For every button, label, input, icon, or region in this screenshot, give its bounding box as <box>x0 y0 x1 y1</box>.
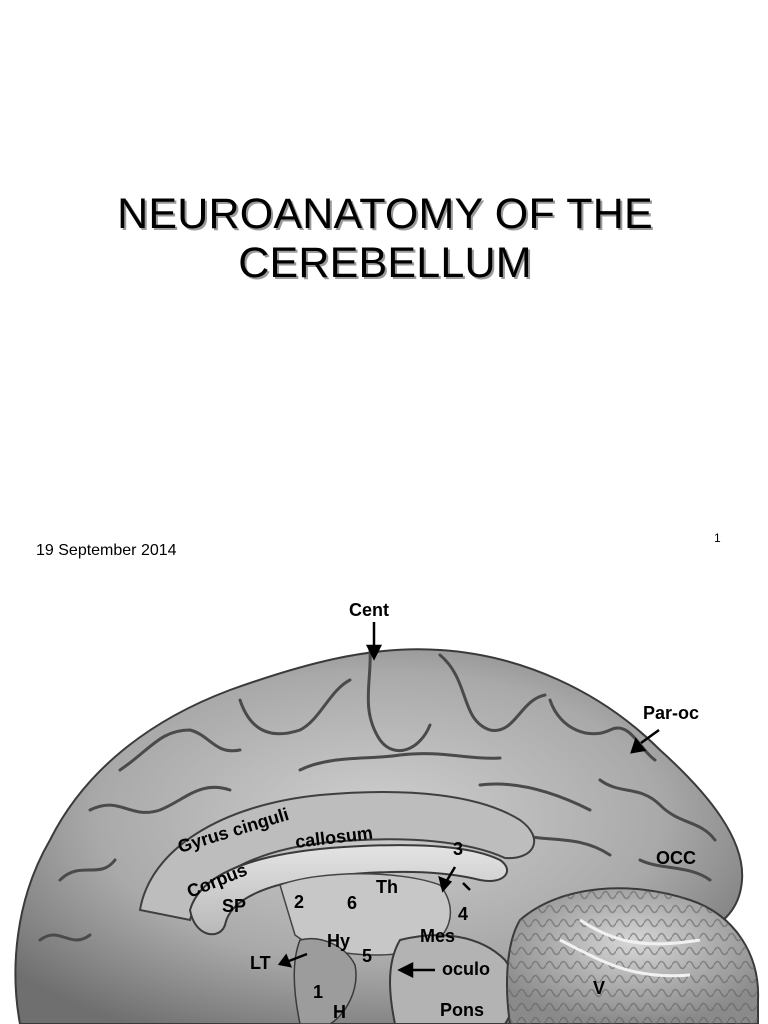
label-5: 5 <box>362 946 372 966</box>
slide-title: NEUROANATOMY OF THE CEREBELLUM <box>60 190 710 288</box>
corpus-callosum <box>188 844 508 936</box>
slide-title-line-1: NEUROANATOMY OF THE <box>117 190 653 238</box>
label-2: 2 <box>294 892 304 912</box>
slide-title-line-2: CEREBELLUM <box>238 239 532 287</box>
arbor-vitae <box>559 918 701 978</box>
label-cent: Cent <box>349 600 389 620</box>
title-slide: NEUROANATOMY OF THE CEREBELLUM 19 Septem… <box>36 190 721 559</box>
label-sp: SP <box>222 896 246 916</box>
label-th: Th <box>376 877 398 897</box>
label-hy: Hy <box>327 931 350 951</box>
brain-illustration: Cent Par-oc Gyrus cinguli callosum Corpu… <box>14 600 760 1024</box>
sulci-lines <box>38 648 717 942</box>
brain-sagittal-figure: Cent Par-oc Gyrus cinguli callosum Corpu… <box>0 580 768 1024</box>
label-h: H <box>333 1002 346 1022</box>
page-number: 1 <box>714 531 721 545</box>
arrows <box>277 622 660 979</box>
label-1: 1 <box>313 982 323 1002</box>
cingulate-gyrus <box>138 791 536 922</box>
label-4: 4 <box>458 904 468 924</box>
slide-date: 19 September 2014 <box>36 542 177 559</box>
label-occ: OCC <box>656 848 696 868</box>
label-6: 6 <box>347 893 357 913</box>
label-mes: Mes <box>420 926 455 946</box>
label-lt: LT <box>250 953 271 973</box>
label-pons: Pons <box>440 1000 484 1020</box>
label-oculo: oculo <box>442 959 490 979</box>
cerebellar-folia <box>507 888 759 1024</box>
hypothalamus-region <box>293 938 357 1024</box>
label-v: V <box>593 978 605 998</box>
label-3: 3 <box>453 839 463 859</box>
label-par-oc: Par-oc <box>643 703 699 723</box>
